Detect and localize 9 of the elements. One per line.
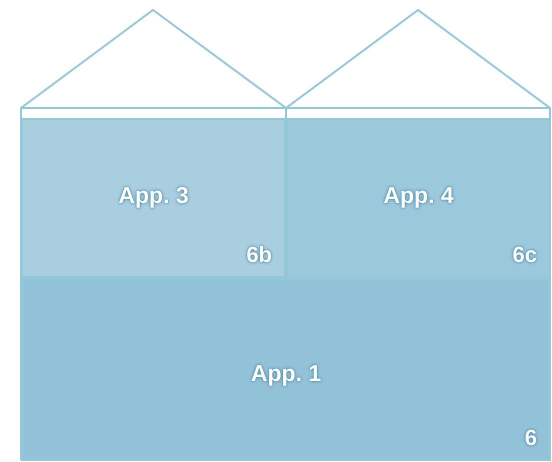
apartment-room (21, 278, 551, 461)
room-label: App. 1 (250, 360, 322, 387)
room-number: 6b (246, 242, 272, 268)
apartment-room (286, 118, 551, 278)
room-number: 6c (512, 242, 537, 268)
apartment-room (21, 118, 286, 278)
room-number: 6 (524, 425, 537, 451)
room-label: App. 3 (117, 182, 190, 209)
room-label: App. 4 (382, 182, 455, 209)
